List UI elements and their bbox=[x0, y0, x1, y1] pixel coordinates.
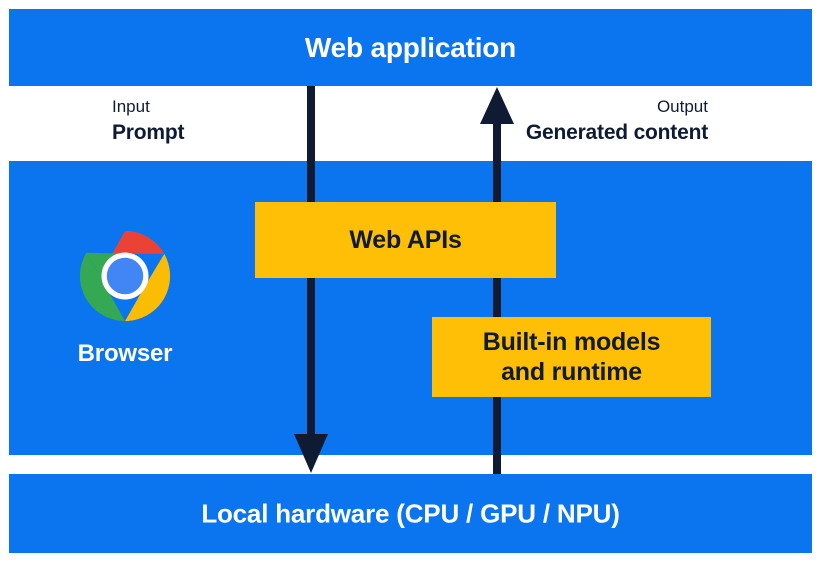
output-annotation: Output Generated content bbox=[526, 97, 708, 146]
input-kind-label: Input bbox=[112, 97, 150, 116]
input-value-label: Prompt bbox=[112, 121, 185, 145]
browser-group: Browser bbox=[64, 228, 186, 368]
output-kind-label: Output bbox=[656, 97, 708, 116]
band-local-hardware: Local hardware (CPU / GPU / NPU) bbox=[9, 474, 812, 553]
input-annotation: Input Prompt bbox=[112, 97, 185, 146]
box-builtin-models-line2: and runtime bbox=[501, 358, 642, 386]
band-web-application: Web application bbox=[9, 9, 812, 86]
box-builtin-models-line1: Built-in models bbox=[482, 327, 661, 356]
output-value-label: Generated content bbox=[525, 121, 708, 145]
browser-label: Browser bbox=[77, 340, 173, 367]
box-web-apis-label: Web APIs bbox=[349, 225, 462, 254]
box-web-apis: Web APIs bbox=[255, 202, 556, 278]
band-web-application-label: Web application bbox=[304, 31, 517, 63]
chrome-logo-icon bbox=[79, 230, 171, 322]
band-local-hardware-label: Local hardware (CPU / GPU / NPU) bbox=[201, 498, 620, 528]
